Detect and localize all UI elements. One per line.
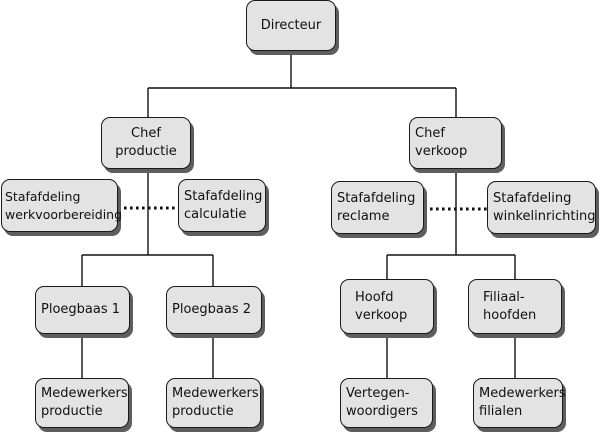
node-chef-productie: Chef productie — [101, 117, 191, 169]
node-vertegenwoordigers: Vertegen- woordigers — [340, 378, 433, 428]
node-label: Directeur — [260, 17, 322, 33]
node-hoofd-verkoop: Hoofd verkoop — [340, 279, 434, 334]
node-label: Filiaal- hoofden — [483, 289, 537, 323]
node-label: Stafafdeling calculatie — [184, 188, 263, 222]
node-stafafdeling-reclame: Stafafdeling reclame — [331, 181, 424, 234]
node-chef-verkoop: Chef verkoop — [409, 117, 502, 169]
node-directeur: Directeur — [246, 0, 336, 51]
node-stafafdeling-calculatie: Stafafdeling calculatie — [178, 179, 266, 232]
node-medewerkers-productie-1: Medewerkers productie — [35, 378, 129, 428]
node-label: Medewerkers productie — [172, 386, 259, 419]
node-label: Medewerkers filialen — [479, 386, 566, 419]
node-label: Chef productie — [115, 126, 177, 159]
node-label: Ploegbaas 2 — [172, 302, 252, 317]
node-label: Stafafdeling reclame — [337, 190, 416, 224]
node-medewerkers-filialen: Medewerkers filialen — [473, 378, 566, 428]
node-label: Vertegen- woordigers — [346, 386, 418, 419]
node-label: Hoofd verkoop — [355, 289, 408, 323]
node-ploegbaas-2: Ploegbaas 2 — [166, 286, 262, 334]
node-medewerkers-productie-2: Medewerkers productie — [166, 378, 261, 428]
node-label: Stafafdeling werkvoorbereiding — [5, 188, 123, 222]
node-stafafdeling-werkvoorbereiding: Stafafdeling werkvoorbereiding — [1, 179, 122, 232]
node-label: Ploegbaas 1 — [41, 302, 121, 317]
node-label: Stafafdeling winkelinrichting — [493, 190, 596, 224]
node-label: Chef verkoop — [415, 126, 468, 159]
node-filiaalhoofden: Filiaal- hoofden — [468, 279, 562, 334]
node-label: Medewerkers productie — [41, 386, 128, 419]
node-stafafdeling-winkelinrichting: Stafafdeling winkelinrichting — [487, 181, 596, 234]
node-ploegbaas-1: Ploegbaas 1 — [35, 286, 130, 334]
